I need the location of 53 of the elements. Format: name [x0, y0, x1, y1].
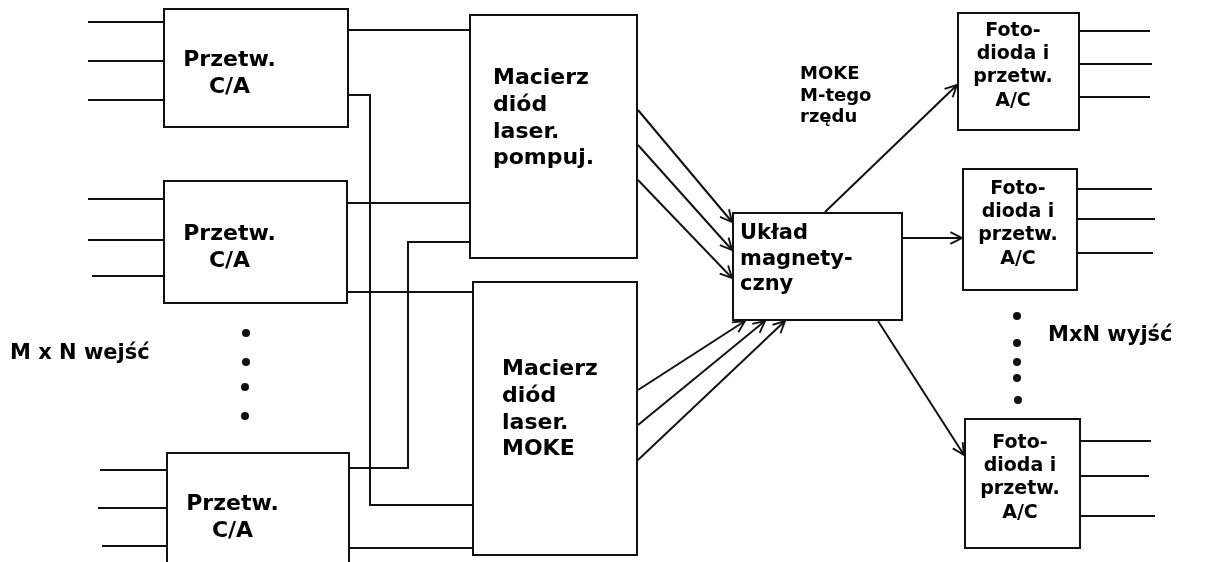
connector-line: [347, 291, 473, 293]
block-box: [472, 281, 638, 556]
connector-line: [347, 202, 470, 204]
connector-line: [87, 198, 164, 200]
connector-line: [99, 469, 167, 471]
connector-line: [1079, 63, 1153, 65]
arrow: [637, 109, 733, 223]
arrow: [637, 144, 733, 251]
connector-line: [1079, 30, 1151, 32]
connector-line: [87, 239, 164, 241]
connector-line: [1080, 475, 1150, 477]
connector-line: [348, 94, 473, 506]
block-box: [163, 8, 349, 128]
connector-line: [1079, 96, 1151, 98]
connector-line: [1077, 218, 1156, 220]
connector-line: [349, 547, 473, 549]
side-note: MxN wyjść: [1048, 322, 1173, 346]
arrow: [902, 231, 963, 245]
connector-line: [87, 99, 164, 101]
block-label: Układ magnety- czny: [740, 220, 852, 297]
connector-line: [91, 275, 164, 277]
block-box: [957, 12, 1080, 131]
block-box: [732, 212, 903, 321]
block-label: Foto- dioda i przetw. A/C: [977, 176, 1059, 269]
arrow: [637, 320, 746, 391]
block-label: Przetw. C/A: [185, 490, 280, 544]
arrow: [824, 84, 958, 213]
connector-line: [348, 29, 470, 31]
arrow: [877, 320, 965, 456]
connector-line: [87, 21, 164, 23]
connector-line: [1077, 252, 1154, 254]
connector-line: [97, 507, 167, 509]
block-label: Przetw. C/A: [182, 46, 277, 100]
block-box: [166, 452, 350, 562]
connector-line: [101, 545, 167, 547]
block-box: [469, 14, 638, 259]
block-box: [962, 168, 1078, 291]
block-label: Foto- dioda i przetw. A/C: [979, 430, 1061, 523]
block-label: Przetw. C/A: [182, 220, 277, 274]
connector-line: [1077, 188, 1153, 190]
side-note: M x N wejść: [10, 340, 150, 364]
block-label: Foto- dioda i przetw. A/C: [972, 18, 1054, 111]
arrow: [637, 320, 786, 461]
block-label: Macierz diód laser. pompuj.: [493, 64, 596, 172]
connector-line: [1080, 515, 1156, 517]
block-label: Macierz diód laser. MOKE: [502, 355, 599, 463]
connector-line: [1080, 440, 1152, 442]
arrow: [637, 320, 766, 426]
arrow: [637, 179, 733, 279]
block-box: [163, 180, 348, 304]
block-box: [964, 418, 1081, 549]
connector-line: [87, 60, 164, 62]
connector-line: [349, 241, 470, 469]
